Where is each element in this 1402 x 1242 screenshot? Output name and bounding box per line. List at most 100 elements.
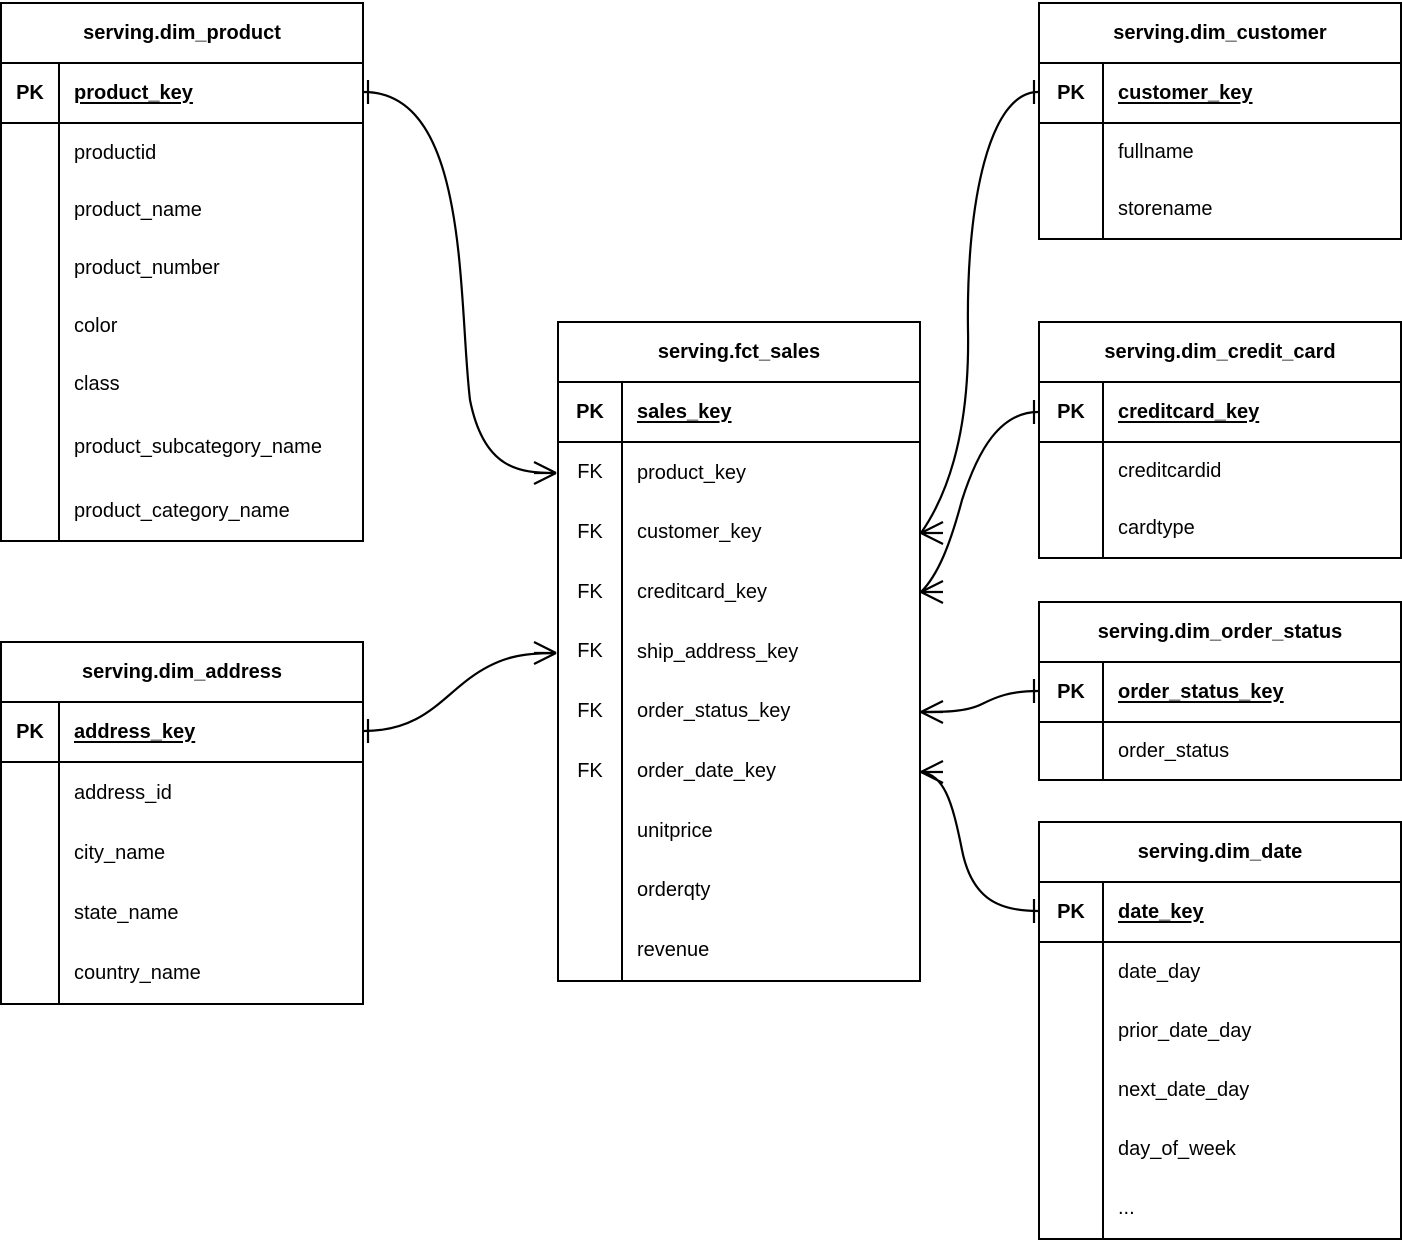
pk-field-cell-fct-sales: sales_key bbox=[623, 383, 919, 441]
attribute-row: day_of_week bbox=[1118, 1138, 1236, 1161]
entity-fct-sales[interactable]: serving.fct_sales PK sales_key FK FK FK … bbox=[557, 321, 921, 982]
attribute-row: country_name bbox=[74, 961, 201, 984]
attributes-dim-address: address_id city_name state_name country_… bbox=[2, 763, 362, 1003]
pk-field-cell-dim-product: product_key bbox=[60, 64, 362, 122]
value-column-dim-product: productid product_name product_number co… bbox=[60, 124, 362, 540]
pk-field-cell-dim-customer: customer_key bbox=[1104, 64, 1400, 122]
entity-dim-customer[interactable]: serving.dim_customer PK customer_key ful… bbox=[1038, 2, 1402, 240]
crowsfoot-address bbox=[533, 641, 557, 665]
pk-field-cell-dim-date: date_key bbox=[1104, 883, 1400, 941]
value-column-fct-sales: product_key customer_key creditcard_key … bbox=[623, 443, 919, 980]
attributes-dim-order-status: order_status bbox=[1040, 723, 1400, 779]
pk-badge-dim-credit-card: PK bbox=[1040, 383, 1104, 441]
attribute-row: orderqty bbox=[637, 879, 711, 902]
fk-badge bbox=[559, 920, 621, 980]
pk-row-dim-credit-card: PK creditcard_key bbox=[1040, 383, 1400, 443]
pk-field-dim-product: product_key bbox=[74, 81, 193, 104]
pk-field-fct-sales: sales_key bbox=[637, 400, 732, 423]
attribute-row: product_number bbox=[74, 257, 220, 280]
key-column-dim-credit-card bbox=[1040, 443, 1104, 557]
entity-dim-product[interactable]: serving.dim_product PK product_key produ… bbox=[0, 2, 364, 542]
key-column-dim-customer bbox=[1040, 124, 1104, 238]
pk-badge-dim-product: PK bbox=[2, 64, 60, 122]
fk-badge bbox=[559, 861, 621, 921]
attribute-row: product_key bbox=[637, 461, 746, 484]
attributes-dim-customer: fullname storename bbox=[1040, 124, 1400, 238]
attribute-row: address_id bbox=[74, 781, 172, 804]
attribute-row: storename bbox=[1118, 198, 1213, 221]
entity-dim-credit-card[interactable]: serving.dim_credit_card PK creditcard_ke… bbox=[1038, 321, 1402, 559]
crowsfoot-customer bbox=[920, 521, 944, 545]
entity-title-dim-order-status: serving.dim_order_status bbox=[1040, 603, 1400, 663]
entity-dim-order-status[interactable]: serving.dim_order_status PK order_status… bbox=[1038, 601, 1402, 781]
crowsfoot-date bbox=[920, 760, 944, 784]
attribute-row: product_subcategory_name bbox=[60, 413, 362, 482]
entity-title-fct-sales: serving.fct_sales bbox=[559, 323, 919, 383]
fk-badge bbox=[559, 801, 621, 861]
crowsfoot-product bbox=[533, 461, 557, 485]
attribute-row: creditcardid bbox=[1118, 460, 1222, 483]
attribute-row: order_status_key bbox=[637, 700, 791, 723]
pk-badge-dim-customer: PK bbox=[1040, 64, 1104, 122]
pk-row-dim-order-status: PK order_status_key bbox=[1040, 663, 1400, 723]
key-column-dim-address bbox=[2, 763, 60, 1003]
entity-title-dim-address: serving.dim_address bbox=[2, 643, 362, 703]
attribute-row: next_date_day bbox=[1118, 1079, 1250, 1102]
fk-badge: FK bbox=[577, 521, 603, 543]
attribute-row: city_name bbox=[74, 841, 166, 864]
pk-row-fct-sales: PK sales_key bbox=[559, 383, 919, 443]
value-column-dim-date: date_day prior_date_day next_date_day da… bbox=[1104, 943, 1400, 1238]
key-column-fct-sales: FK FK FK FK FK FK bbox=[559, 443, 623, 980]
attributes-dim-credit-card: creditcardid cardtype bbox=[1040, 443, 1400, 557]
attributes-dim-date: date_day prior_date_day next_date_day da… bbox=[1040, 943, 1400, 1238]
attribute-row: order_date_key bbox=[637, 760, 776, 782]
pk-field-dim-address: address_key bbox=[74, 720, 196, 743]
value-column-dim-customer: fullname storename bbox=[1104, 124, 1400, 238]
entity-title-dim-product: serving.dim_product bbox=[2, 4, 362, 64]
pk-field-dim-customer: customer_key bbox=[1118, 81, 1253, 104]
attribute-row: creditcard_key bbox=[637, 580, 768, 603]
entity-title-dim-credit-card: serving.dim_credit_card bbox=[1040, 323, 1400, 383]
pk-row-dim-date: PK date_key bbox=[1040, 883, 1400, 943]
crowsfoot-orderstatus bbox=[920, 700, 944, 724]
attribute-row: order_status bbox=[1118, 739, 1230, 762]
relationship-product bbox=[363, 80, 557, 485]
entity-title-dim-date: serving.dim_date bbox=[1040, 823, 1400, 883]
relationship-creditcard bbox=[920, 400, 1039, 604]
attribute-row: fullname bbox=[1118, 141, 1194, 164]
attribute-row: state_name bbox=[74, 901, 179, 924]
attribute-row: cardtype bbox=[1118, 517, 1195, 540]
attribute-row: product_name bbox=[74, 199, 202, 222]
fk-badge: FK bbox=[577, 700, 603, 723]
entity-dim-date[interactable]: serving.dim_date PK date_key date_day pr… bbox=[1038, 821, 1402, 1240]
attribute-row: color bbox=[74, 315, 118, 338]
crowsfoot-creditcard bbox=[920, 580, 944, 604]
pk-field-dim-date: date_key bbox=[1118, 900, 1204, 923]
pk-field-cell-dim-credit-card: creditcard_key bbox=[1104, 383, 1400, 441]
attribute-row: prior_date_day bbox=[1118, 1020, 1252, 1043]
attribute-row: date_day bbox=[1118, 961, 1201, 984]
value-column-dim-order-status: order_status bbox=[1104, 723, 1400, 779]
pk-field-dim-credit-card: creditcard_key bbox=[1118, 400, 1260, 423]
attribute-row: ship_address_key bbox=[637, 640, 799, 663]
value-column-dim-credit-card: creditcardid cardtype bbox=[1104, 443, 1400, 557]
pk-badge-dim-order-status: PK bbox=[1040, 663, 1104, 721]
value-column-dim-address: address_id city_name state_name country_… bbox=[60, 763, 362, 1003]
entity-dim-address[interactable]: serving.dim_address PK address_key addre… bbox=[0, 641, 364, 1005]
relationship-address bbox=[363, 641, 557, 743]
key-column-dim-order-status bbox=[1040, 723, 1104, 779]
pk-field-dim-order-status: order_status_key bbox=[1118, 680, 1284, 703]
pk-badge-dim-address: PK bbox=[2, 703, 60, 761]
fk-badge: FK bbox=[577, 759, 603, 782]
attribute-row: class bbox=[74, 372, 120, 395]
pk-row-dim-address: PK address_key bbox=[2, 703, 362, 763]
key-column-dim-product bbox=[2, 124, 60, 540]
attributes-dim-product: productid product_name product_number co… bbox=[2, 124, 362, 540]
attribute-row: ... bbox=[1118, 1197, 1135, 1220]
attribute-row: product_category_name bbox=[74, 499, 290, 522]
pk-field-cell-dim-order-status: order_status_key bbox=[1104, 663, 1400, 721]
pk-row-dim-customer: PK customer_key bbox=[1040, 64, 1400, 124]
fk-badge: FK bbox=[577, 461, 603, 484]
attribute-row: productid bbox=[74, 141, 157, 164]
